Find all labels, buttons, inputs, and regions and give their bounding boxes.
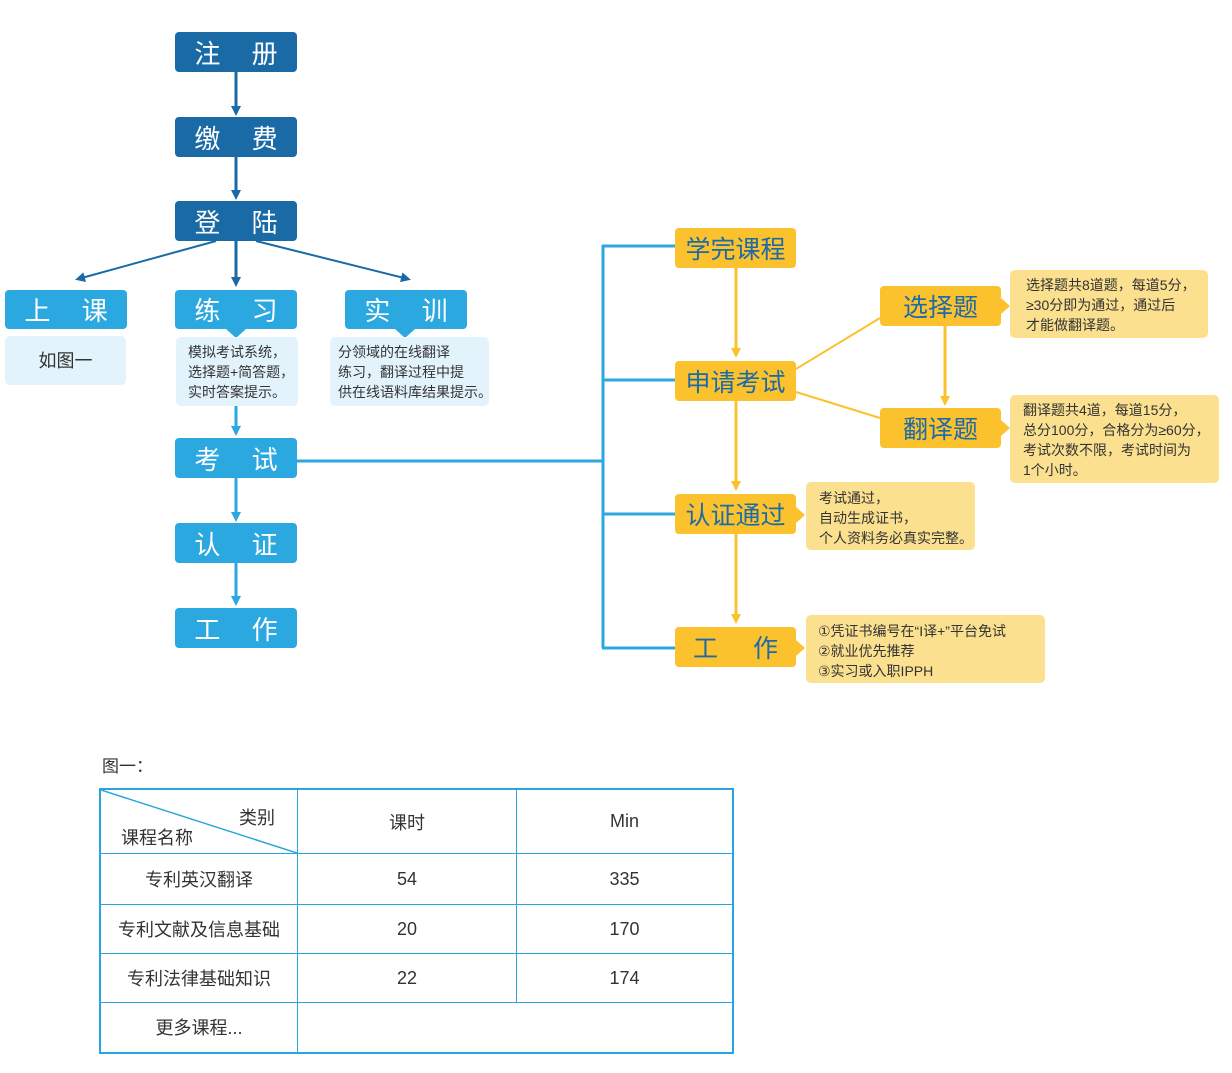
work-note-tip <box>796 640 805 656</box>
practice-note-line: 模拟考试系统， <box>188 344 286 360</box>
more-courses-cell[interactable]: 更多课程... <box>99 1002 298 1053</box>
training-note-line: 分领域的在线翻译 <box>338 344 450 360</box>
translate-note-tip <box>1001 420 1010 436</box>
diagonal-line <box>101 790 297 853</box>
training-step: 实 训 <box>345 290 467 329</box>
course-table: 类别 课程名称 课时 Min 专利英汉翻译 54 335 专利文献及信息基础 2… <box>99 788 734 1054</box>
table-header-row: 类别 课程名称 课时 Min <box>99 788 734 854</box>
practice-note: 模拟考试系统， 选择题+简答题， 实时答案提示。 <box>176 337 298 406</box>
course-name-cell: 专利文献及信息基础 <box>99 904 298 954</box>
course-hours-cell: 54 <box>297 853 517 905</box>
choice-note: 选择题共8道题，每道5分， ≥30分即为通过，通过后 才能做翻译题。 <box>1010 270 1208 338</box>
training-note-line: 练习，翻译过程中提 <box>338 364 464 380</box>
translate-note-line: 考试次数不限，考试时间为 <box>1023 442 1191 458</box>
line-apply-translate <box>795 391 881 419</box>
lecture-step: 上 课 <box>5 290 127 329</box>
choice-note-line: ≥30分即为通过，通过后 <box>1026 297 1176 313</box>
course-min-cell: 170 <box>516 904 734 954</box>
table-row: 专利法律基础知识 22 174 <box>99 953 734 1003</box>
certified-step: 认证通过 <box>675 494 796 534</box>
choice-question-step: 选择题 <box>880 286 1001 326</box>
translate-note-line: 总分100分，合格分为≥60分， <box>1023 422 1210 438</box>
certified-note-tip <box>796 507 805 523</box>
empty-cell <box>297 1002 734 1053</box>
work-note-line: ②就业优先推荐 <box>818 643 915 659</box>
course-name-cell: 专利法律基础知识 <box>99 953 298 1003</box>
arrow-login-lecture <box>75 240 217 282</box>
choice-note-tip <box>1001 298 1010 314</box>
choice-note-line: 选择题共8道题，每道5分， <box>1026 277 1196 293</box>
practice-note-line: 实时答案提示。 <box>188 384 286 400</box>
header-course-name: 课程名称 <box>121 828 193 848</box>
lecture-note-text: 如图一 <box>38 350 93 371</box>
pay-step: 缴 费 <box>175 117 297 157</box>
header-hours: 课时 <box>297 788 517 854</box>
practice-note-tip <box>226 329 246 338</box>
certified-note: 考试通过， 自动生成证书， 个人资料务必真实完整。 <box>806 482 975 550</box>
arrow-login-training <box>255 240 411 283</box>
certified-note-line: 个人资料务必真实完整。 <box>819 530 973 546</box>
work-note-line: ①凭证书编号在“I译+”平台免试 <box>818 623 1006 639</box>
translate-note-line: 翻译题共4道，每道15分， <box>1023 402 1187 418</box>
finish-course-step: 学完课程 <box>675 228 796 268</box>
course-min-cell: 335 <box>516 853 734 905</box>
header-category: 类别 <box>239 808 275 828</box>
work-note-line: ③实习或入职IPPH <box>818 663 934 679</box>
header-diagonal-cell: 类别 课程名称 <box>99 788 298 854</box>
course-name-cell: 专利英汉翻译 <box>99 853 298 905</box>
right-work-step: 工 作 <box>675 627 796 667</box>
practice-step: 练 习 <box>175 290 297 329</box>
translate-question-step: 翻译题 <box>880 408 1001 448</box>
login-step: 登 陆 <box>175 201 297 241</box>
certified-note-line: 考试通过， <box>819 490 889 506</box>
apply-exam-step: 申请考试 <box>675 361 796 401</box>
course-hours-cell: 22 <box>297 953 517 1003</box>
header-min: Min <box>516 788 734 854</box>
work-step: 工 作 <box>175 608 297 648</box>
choice-note-line: 才能做翻译题。 <box>1026 317 1124 333</box>
line-apply-choice <box>795 317 881 370</box>
training-note: 分领域的在线翻译 练习，翻译过程中提 供在线语料库结果提示。 <box>330 337 492 406</box>
practice-note-line: 选择题+简答题， <box>188 364 295 380</box>
certified-note-line: 自动生成证书， <box>819 510 917 526</box>
translate-note-line: 1个小时。 <box>1023 462 1087 478</box>
figure-caption: 图一： <box>102 757 153 776</box>
lecture-note: 如图一 <box>5 336 126 385</box>
course-hours-cell: 20 <box>297 904 517 954</box>
work-note: ①凭证书编号在“I译+”平台免试 ②就业优先推荐 ③实习或入职IPPH <box>806 615 1045 683</box>
training-note-line: 供在线语料库结果提示。 <box>338 384 492 400</box>
translate-note: 翻译题共4道，每道15分， 总分100分，合格分为≥60分， 考试次数不限，考试… <box>1010 395 1219 483</box>
table-row-more: 更多课程... <box>99 1002 734 1053</box>
certify-step: 认 证 <box>175 523 297 563</box>
table-row: 专利英汉翻译 54 335 <box>99 853 734 905</box>
training-note-tip <box>395 329 415 338</box>
table-row: 专利文献及信息基础 20 170 <box>99 904 734 954</box>
exam-step: 考 试 <box>175 438 297 478</box>
register-step: 注 册 <box>175 32 297 72</box>
course-min-cell: 174 <box>516 953 734 1003</box>
